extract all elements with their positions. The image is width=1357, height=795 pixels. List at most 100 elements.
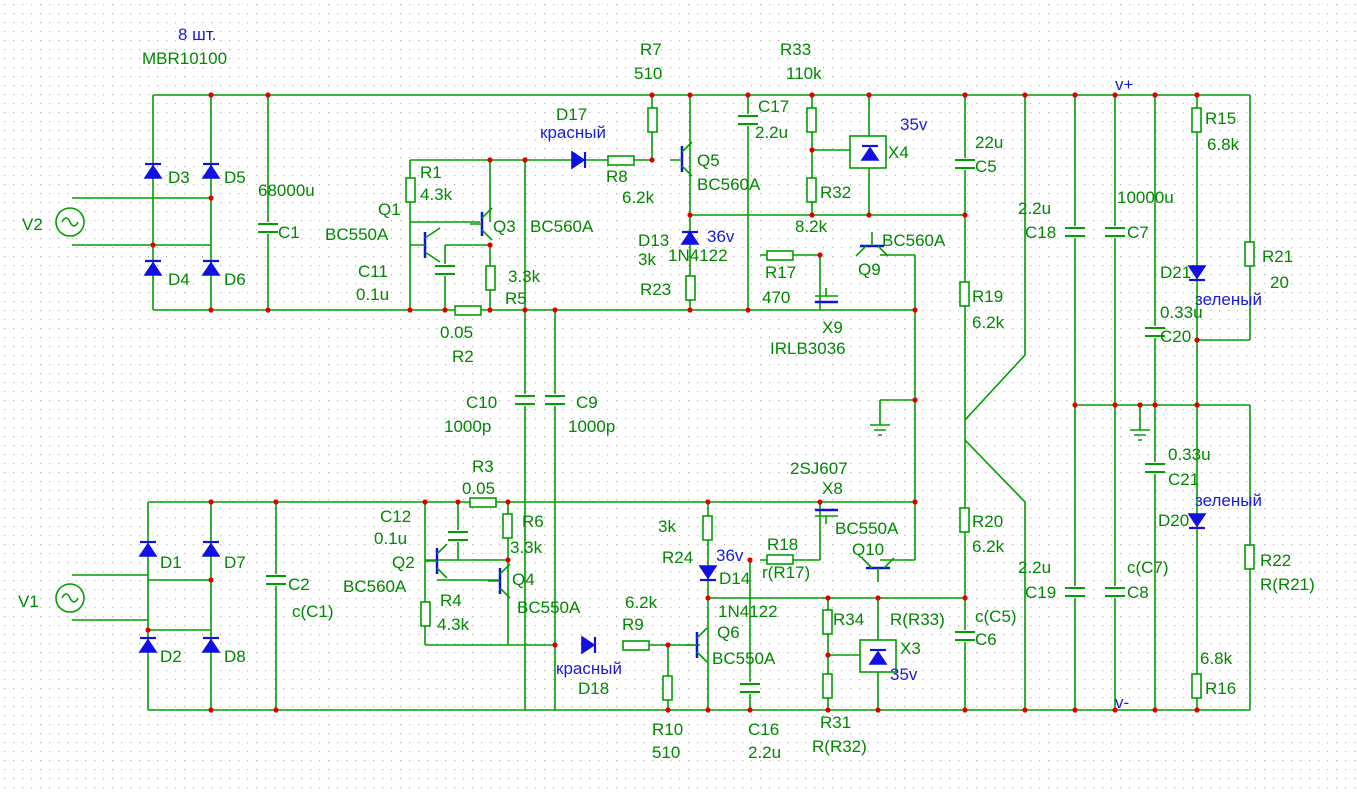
label-r32-value: 8.2k <box>795 217 828 236</box>
label-c11-value: 0.1u <box>356 285 389 304</box>
label-c10: C10 <box>466 393 497 412</box>
label-r16: R16 <box>1205 679 1236 698</box>
ground-icon <box>870 424 890 436</box>
diode-icon <box>143 162 163 179</box>
bjt-icon <box>470 207 493 241</box>
label-d4: D4 <box>168 270 190 289</box>
label-r17-value: 470 <box>762 288 790 307</box>
label-r7-value: 510 <box>634 64 662 83</box>
diode-icon <box>1187 265 1207 282</box>
label-r1: R1 <box>420 163 442 182</box>
label-d20: D20 <box>1158 511 1189 530</box>
label-c12: C12 <box>380 507 411 526</box>
label-r8-value: 6.2k <box>622 188 655 207</box>
label-r31-value: R(R32) <box>812 737 867 756</box>
label-q10-model: BC550A <box>835 519 899 538</box>
label-d17: D17 <box>556 105 587 124</box>
label-d21: D21 <box>1160 263 1191 282</box>
label-r4: R4 <box>440 591 462 610</box>
label-d14: D14 <box>719 569 750 588</box>
label-q6-model: BC550A <box>712 649 776 668</box>
label-d3: D3 <box>168 168 190 187</box>
label-c1: C1 <box>278 223 300 242</box>
label-r17: R17 <box>765 263 796 282</box>
label-r20-value: 6.2k <box>972 537 1005 556</box>
mosfet-icon <box>815 288 838 304</box>
label-r8: R8 <box>606 167 628 186</box>
label-r24-value: 3k <box>658 517 676 536</box>
label-r18: R18 <box>767 535 798 554</box>
diode-icon <box>201 162 221 179</box>
label-r5-value: 3.3k <box>508 267 541 286</box>
label-r20: R20 <box>972 512 1003 531</box>
label-q4-model: BC550A <box>517 598 581 617</box>
label-c19-value: 2.2u <box>1018 558 1051 577</box>
label-x9: X9 <box>822 318 843 337</box>
label-36v-bottom: 36v <box>716 546 744 565</box>
bjt-icon <box>861 557 895 582</box>
label-c5-value: 22u <box>975 133 1003 152</box>
label-count: 8 шт. <box>178 25 216 44</box>
label-r21-value: 20 <box>1270 273 1289 292</box>
label-r19-value: 6.2k <box>972 313 1005 332</box>
zener-icon <box>680 230 700 245</box>
label-r10: R10 <box>652 720 683 739</box>
label-c16: C16 <box>748 720 779 739</box>
label-r4-value: 4.3k <box>437 615 470 634</box>
label-d1: D1 <box>160 553 182 572</box>
regulator-x4 <box>849 135 887 169</box>
label-r33-value: 110k <box>786 64 822 83</box>
label-c12-value: 0.1u <box>374 529 407 548</box>
capacitors <box>258 114 1165 694</box>
label-x3: X3 <box>900 639 921 658</box>
label-vplus: v+ <box>1115 75 1134 94</box>
label-c2: C2 <box>288 575 310 594</box>
label-r23: R23 <box>640 280 671 299</box>
label-c7-value: 10000u <box>1117 188 1174 207</box>
label-x8: X8 <box>822 479 843 498</box>
label-q3-model: BC560A <box>530 217 594 236</box>
label-x4: X4 <box>888 143 909 162</box>
label-c2-value: c(C1) <box>292 602 334 621</box>
label-r33-ref: R(R33) <box>890 610 945 629</box>
label-zeleny-bottom: зеленый <box>1195 491 1262 510</box>
label-q10: Q10 <box>852 540 884 559</box>
label-r9-value: 6.2k <box>625 593 658 612</box>
label-36v-top: 36v <box>707 227 735 246</box>
label-c20-value: 0.33u <box>1160 303 1203 322</box>
label-r6: R6 <box>522 512 544 531</box>
label-r2: R2 <box>452 347 474 366</box>
bjt-icon <box>488 563 511 599</box>
label-c6: C6 <box>975 630 997 649</box>
diode-icon <box>138 540 158 557</box>
bjt-icon <box>855 232 889 257</box>
label-c18: C18 <box>1025 223 1056 242</box>
label-q2: Q2 <box>392 553 415 572</box>
label-q1-model: BC550A <box>325 225 389 244</box>
bjt-icon <box>425 543 448 579</box>
zener-icon <box>698 565 718 582</box>
label-r1-value: 4.3k <box>420 185 453 204</box>
label-d2: D2 <box>160 647 182 666</box>
diode-icon <box>571 150 587 170</box>
label-q5-model: BC560A <box>697 175 761 194</box>
label-v2: V2 <box>22 215 43 234</box>
label-r3-value: 0.05 <box>462 479 495 498</box>
label-c5-ref: c(C5) <box>975 607 1017 626</box>
label-2sj: 2SJ607 <box>790 459 848 478</box>
diode-icon <box>1187 513 1207 530</box>
label-r10-value: 510 <box>652 743 680 762</box>
label-c17-value: 2.2u <box>755 123 788 142</box>
diode-icon <box>201 259 221 276</box>
label-q6: Q6 <box>717 623 740 642</box>
label-r33: R33 <box>780 40 811 59</box>
label-d7: D7 <box>224 553 246 572</box>
label-c21: C21 <box>1168 470 1199 489</box>
label-r15: R15 <box>1205 109 1236 128</box>
label-q5: Q5 <box>697 151 720 170</box>
label-r5: R5 <box>505 289 527 308</box>
ground-icon <box>1130 429 1150 441</box>
label-r19: R19 <box>972 287 1003 306</box>
